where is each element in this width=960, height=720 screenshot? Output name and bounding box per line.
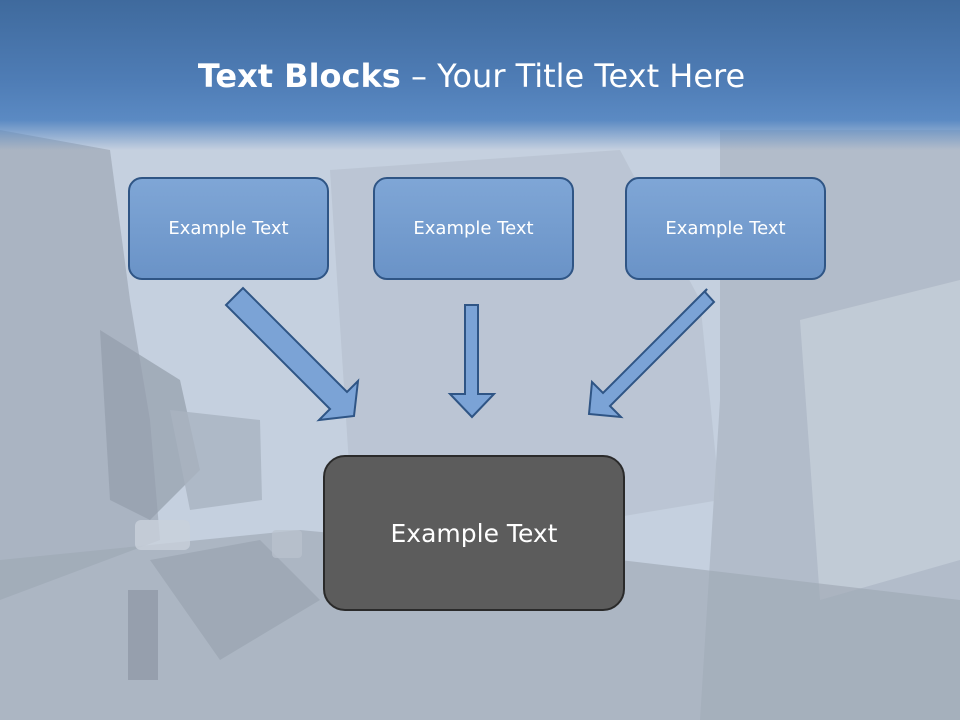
slide-title: Text Blocks – Your Title Text Here xyxy=(0,54,943,98)
text-block-3[interactable]: Example Text xyxy=(625,177,826,280)
result-block[interactable]: Example Text xyxy=(323,455,625,611)
arrow-down-right-icon xyxy=(224,286,360,422)
slide-title-bold: Text Blocks xyxy=(197,57,401,95)
text-block-2[interactable]: Example Text xyxy=(373,177,574,280)
text-block-1[interactable]: Example Text xyxy=(128,177,329,280)
title-bar xyxy=(0,0,960,150)
arrow-down-left-icon xyxy=(587,288,716,419)
arrow-down-icon xyxy=(447,304,497,419)
slide-title-rest: – Your Title Text Here xyxy=(400,57,746,95)
